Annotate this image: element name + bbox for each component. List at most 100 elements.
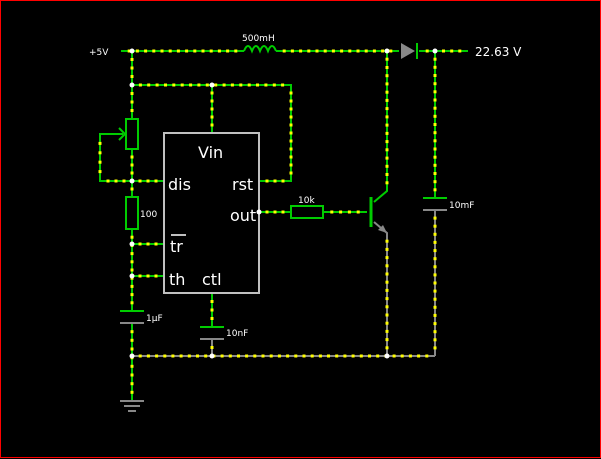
current-dot [138, 354, 142, 358]
current-dot [433, 240, 437, 244]
current-dot [450, 49, 454, 53]
current-dot [433, 57, 437, 61]
current-dot [433, 131, 437, 135]
current-dot [385, 74, 389, 78]
ground-icon [120, 400, 144, 412]
wire-pot-wiper [99, 133, 132, 182]
current-dot [164, 83, 167, 87]
capacitor-10nF-label: 10nF [226, 329, 248, 339]
wires [99, 50, 468, 401]
current-dot [433, 273, 437, 277]
current-dot [130, 390, 134, 394]
current-dot [433, 313, 437, 317]
wire-collector [373, 51, 388, 203]
current-dot [127, 49, 131, 53]
current-dot [210, 99, 214, 103]
wire-emitter [373, 221, 388, 356]
npn-transistor[interactable] [369, 197, 387, 233]
diode[interactable] [401, 43, 418, 59]
current-dot [239, 83, 243, 87]
current-dot [130, 155, 134, 159]
current-dot [210, 107, 214, 111]
current-dot [180, 83, 184, 87]
current-dot [385, 272, 389, 276]
node [129, 241, 135, 247]
current-dot [299, 49, 303, 53]
current-dot [172, 83, 176, 87]
current-dot [385, 57, 389, 61]
current-dot [130, 100, 134, 104]
current-dot [237, 354, 240, 358]
current-dot [230, 83, 234, 87]
current-dot [273, 179, 277, 183]
current-dot [310, 354, 314, 358]
current-dot [171, 354, 175, 358]
current-dot [210, 123, 214, 127]
current-dot [114, 179, 118, 183]
current-dot [130, 163, 134, 167]
current-dot [146, 354, 150, 358]
inductor[interactable]: 500mH [242, 34, 277, 54]
current-dot [130, 58, 134, 61]
current-dot [264, 83, 268, 87]
current-dot [277, 354, 281, 358]
current-dot [130, 301, 134, 305]
current-dot [385, 297, 389, 301]
current-dot [385, 82, 389, 86]
current-dot [433, 98, 437, 102]
current-dot [433, 180, 437, 184]
current-dot [356, 49, 360, 53]
inductor-label: 500mH [242, 34, 275, 44]
current-dot [130, 252, 134, 256]
current-dot [265, 179, 269, 183]
resistor-10k[interactable]: 10k [290, 196, 324, 219]
current-dot [210, 91, 214, 95]
current-dot [130, 75, 134, 78]
current-dot [152, 49, 156, 53]
current-dot [381, 49, 385, 53]
current-dot [359, 354, 363, 358]
node [384, 353, 390, 359]
current-dot [392, 354, 396, 358]
current-dot [433, 257, 437, 261]
capacitor-1uF[interactable]: 1µF [120, 310, 163, 324]
potentiometer[interactable] [115, 118, 139, 150]
current-dot [385, 338, 389, 342]
node [129, 48, 135, 54]
current-dot [290, 49, 294, 53]
junction-nodes [129, 48, 438, 359]
current-dot [130, 260, 134, 264]
current-dot [210, 346, 214, 349]
current-dot [433, 305, 437, 309]
resistor-100-label: 100 [140, 210, 157, 220]
capacitor-10mF[interactable]: 10mF [423, 197, 474, 211]
current-dot [331, 49, 335, 53]
current-dot [273, 210, 277, 214]
current-dot [347, 210, 351, 214]
node [129, 353, 135, 359]
current-dot [433, 139, 437, 143]
ic-555[interactable]: Vin dis rst out tr th ctl [163, 132, 260, 294]
current-dot [179, 354, 183, 358]
current-dot [160, 49, 164, 53]
current-dot [138, 83, 142, 87]
capacitor-10nF[interactable]: 10nF [200, 326, 248, 340]
current-dot [372, 49, 376, 53]
current-dot [385, 140, 389, 144]
current-dot [433, 74, 437, 77]
current-dot [433, 265, 437, 269]
current-dot [433, 232, 437, 236]
current-dot [385, 239, 389, 243]
current-dot [385, 164, 389, 168]
current-dot [282, 49, 286, 53]
current-dot [348, 49, 352, 53]
current-dot [385, 329, 389, 333]
current-dot [385, 288, 389, 292]
node [432, 48, 438, 54]
current-dot [154, 242, 158, 246]
current-dot [433, 330, 437, 334]
resistor-100[interactable]: 100 [125, 196, 157, 230]
pin-dis-label: dis [168, 175, 191, 194]
